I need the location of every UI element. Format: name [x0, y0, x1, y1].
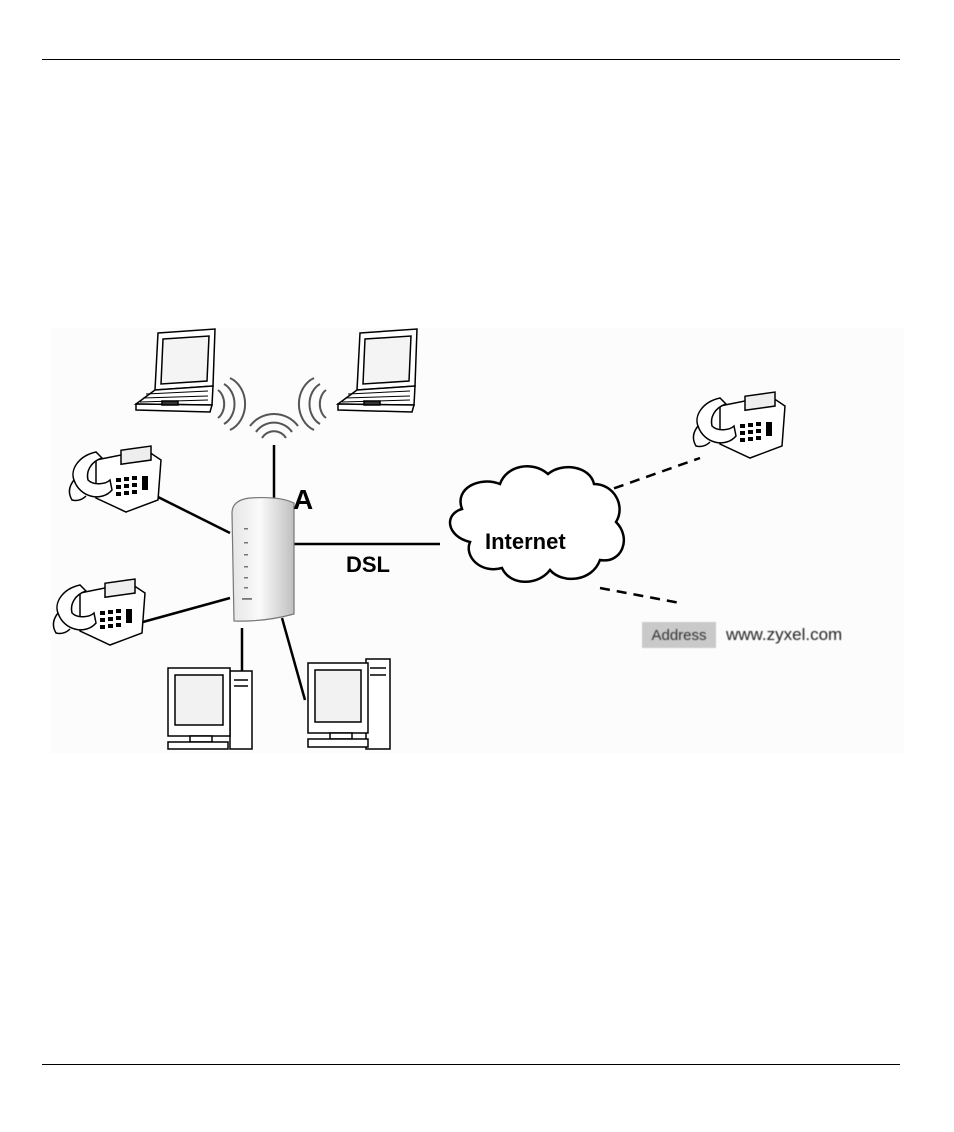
network-diagram: A DSL Internet Address www.zyxel.com — [50, 328, 904, 753]
line-phone-bottom — [132, 598, 230, 625]
phone-icon — [693, 392, 785, 458]
desktop-computer-icon — [168, 668, 252, 749]
router-label: A — [293, 484, 313, 515]
address-bar-label: Address — [642, 622, 716, 648]
dashed-line-phone — [598, 458, 700, 494]
laptop-icon — [338, 329, 417, 412]
address-bar-url: www.zyxel.com — [726, 622, 890, 648]
desktop-computer-icon — [308, 659, 390, 749]
laptop-icon — [136, 329, 215, 412]
phone-icon — [69, 446, 161, 512]
cloud-icon — [450, 466, 624, 581]
dsl-label: DSL — [346, 552, 390, 577]
wifi-waves — [218, 378, 326, 438]
dashed-line-browser — [600, 588, 680, 603]
network-diagram-svg: A DSL Internet — [50, 328, 904, 753]
internet-label: Internet — [485, 529, 566, 554]
line-phone-top — [150, 493, 230, 533]
footer-rule — [42, 1064, 900, 1065]
phone-icon — [53, 579, 145, 645]
line-pc-right — [282, 618, 305, 700]
header-rule — [42, 59, 900, 60]
router-icon — [232, 498, 294, 622]
